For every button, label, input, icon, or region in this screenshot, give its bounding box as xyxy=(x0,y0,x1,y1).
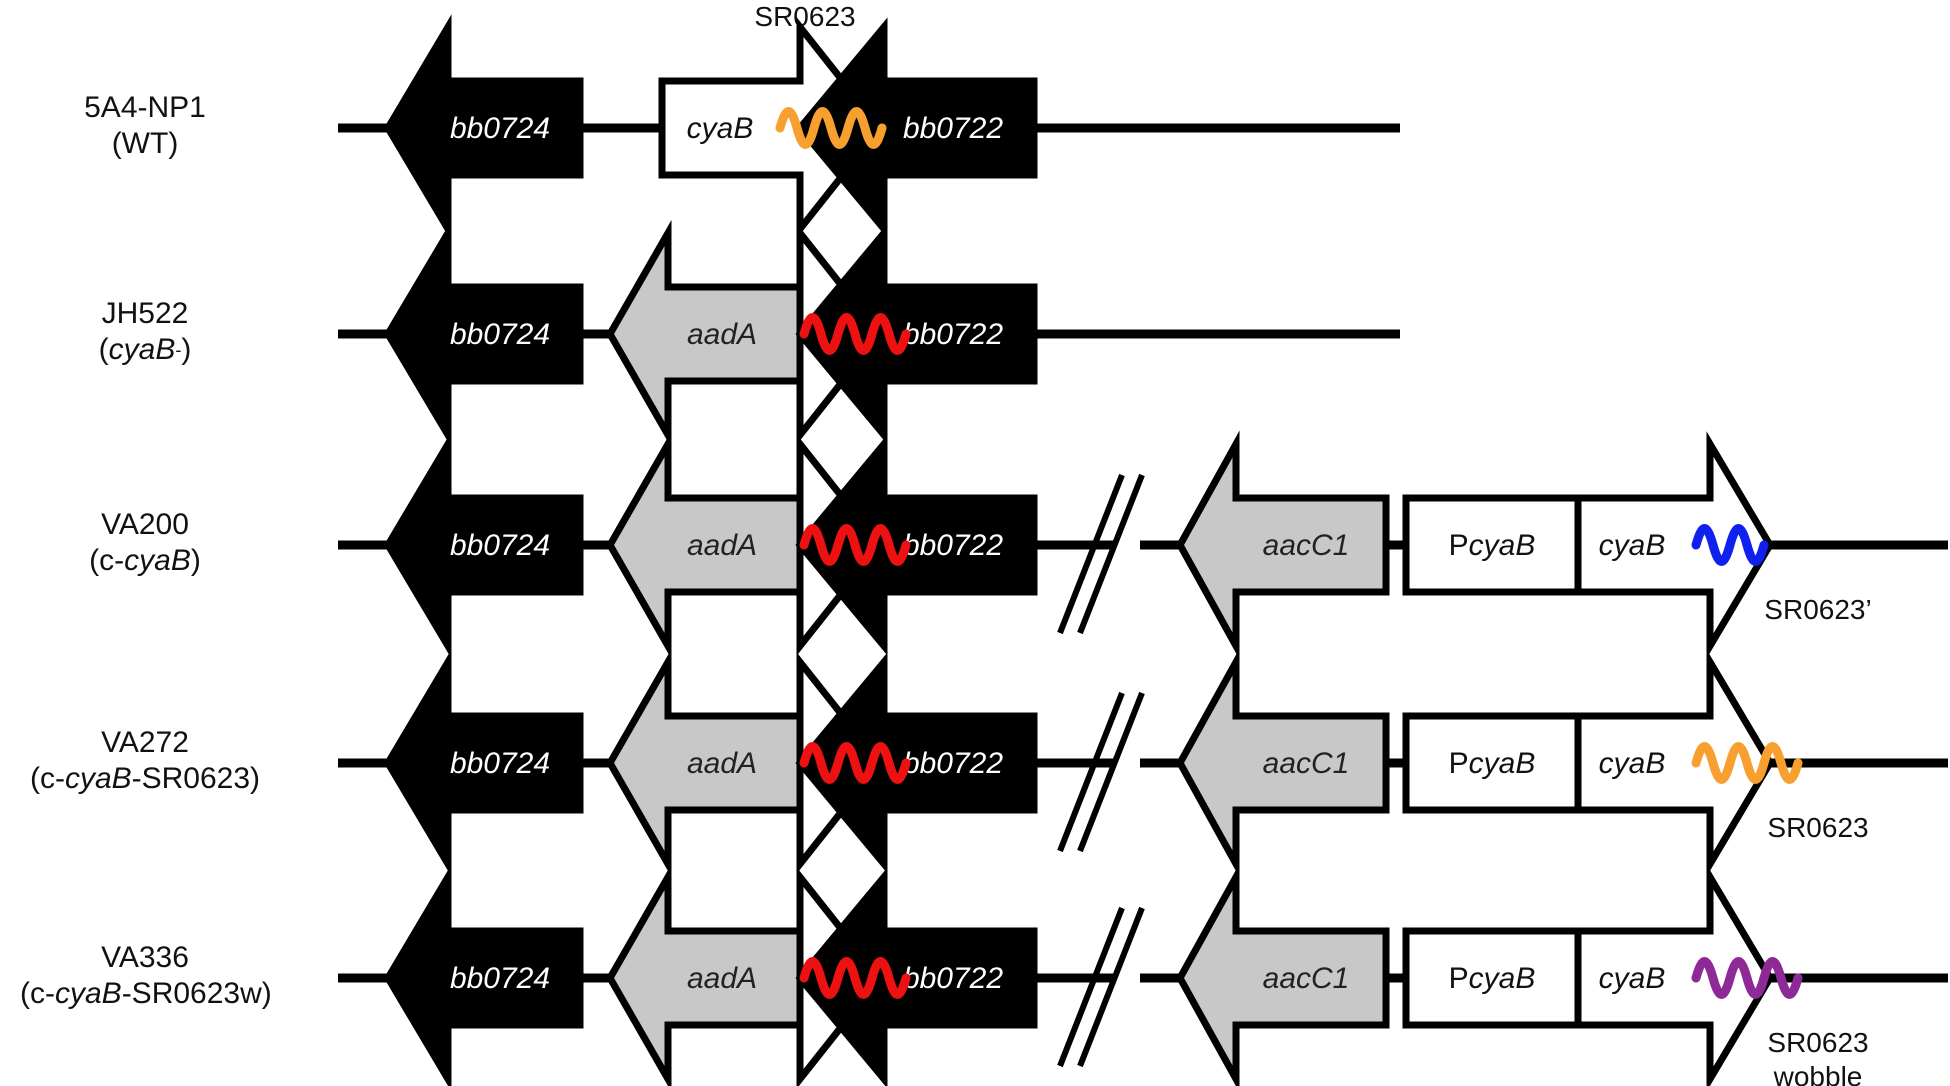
break-mark xyxy=(1077,473,1145,635)
strain-label: VA272(c-cyaB-SR0623) xyxy=(20,725,270,797)
strain-genotype: (c-cyaB-SR0623w) xyxy=(20,977,272,1010)
promoter-label: PcyaB xyxy=(1449,747,1536,780)
strain-genotype: (c-cyaB-SR0623) xyxy=(29,762,261,795)
gene-aacC1-arrow xyxy=(1175,430,1390,660)
strain-name: VA272 xyxy=(101,726,189,759)
gene-cyaB-comp-arrow xyxy=(1574,864,1775,1086)
gene-aadA-label: aadA xyxy=(687,747,757,780)
gene-aadA-arrow xyxy=(605,648,804,878)
strain-row: bb0724 cyaB bb0722 xyxy=(338,14,1400,242)
gene-cyaB-comp-arrow xyxy=(1574,431,1775,659)
strain-label: VA336(c-cyaB-SR0623w) xyxy=(20,940,272,1012)
gene-cyaB-comp-label: cyaB xyxy=(1599,747,1666,780)
comp-srna-squiggle xyxy=(1691,957,1803,999)
promoter-box xyxy=(1402,712,1582,814)
comp-srna-label: SR0623’ xyxy=(1764,594,1871,625)
break-mark xyxy=(1057,906,1125,1068)
srna-squiggle xyxy=(799,742,911,784)
break-mark xyxy=(1077,691,1145,853)
gene-aadA-arrow xyxy=(605,863,804,1086)
strain-genotype: (cyaB-) xyxy=(98,333,192,366)
gene-bb0722-label: bb0722 xyxy=(903,112,1003,145)
gene-bb0722-label: bb0722 xyxy=(903,529,1003,562)
strain-genotype: (c-cyaB) xyxy=(89,544,201,577)
strain-row: bb0724 aadA bb0722 aacC1 PcyaB cyaB SR0623 xyxy=(338,648,1948,878)
strain-name: VA200 xyxy=(101,508,189,541)
gene-bb0724-label: bb0724 xyxy=(450,318,550,351)
gene-aadA-label: aadA xyxy=(687,962,757,995)
gene-bb0724-arrow xyxy=(383,649,584,877)
gene-cyaB-comp-arrow xyxy=(1574,649,1775,877)
strain-row: bb0724 aadA bb0722 aacC1 PcyaB cyaB SR0623 wobb… xyxy=(338,863,1948,1086)
gene-aacC1-arrow xyxy=(1175,648,1390,878)
srna-squiggle xyxy=(775,107,887,149)
break-mark xyxy=(1077,906,1145,1068)
comp-srna-label: SR0623 xyxy=(1767,1027,1868,1058)
gene-aadA-label: aadA xyxy=(687,529,757,562)
strain-row: bb0724 aadA bb0722 aacC1 PcyaB cyaB SR0623’ xyxy=(338,430,1948,660)
gene-aacC1-label: aacC1 xyxy=(1263,529,1350,562)
gene-bb0724-arrow xyxy=(383,864,584,1086)
strain-name: VA336 xyxy=(101,941,189,974)
comp-srna-squiggle xyxy=(1691,742,1803,784)
gene-cyaB-label: cyaB xyxy=(687,112,754,145)
gene-bb0724-label: bb0724 xyxy=(450,112,550,145)
top-srna-annotation: SR0623 xyxy=(754,1,855,32)
promoter-label: PcyaB xyxy=(1449,962,1536,995)
break-mark xyxy=(1057,473,1125,635)
gene-bb0722-label: bb0722 xyxy=(903,962,1003,995)
gene-bb0722-arrow xyxy=(795,867,1038,1086)
gene-bb0722-label: bb0722 xyxy=(903,318,1003,351)
gene-cyaB-comp-label: cyaB xyxy=(1599,962,1666,995)
gene-bb0724-label: bb0724 xyxy=(450,962,550,995)
gene-aacC1-label: aacC1 xyxy=(1263,747,1350,780)
strain-row: bb0724 aadA bb0722 xyxy=(338,219,1400,449)
promoter-label: PcyaB xyxy=(1449,529,1536,562)
srna-squiggle xyxy=(799,957,911,999)
strain-name: JH522 xyxy=(101,297,189,330)
gene-bb0724-arrow xyxy=(383,14,584,242)
gene-bb0724-arrow xyxy=(383,220,584,448)
strain-label: VA200(c-cyaB) xyxy=(20,507,270,579)
strain-name: 5A4-NP1 xyxy=(84,91,206,124)
comp-srna-label: wobble xyxy=(1773,1061,1863,1086)
gene-aadA-label: aadA xyxy=(687,318,757,351)
strain-label: 5A4-NP1(WT) xyxy=(20,90,270,162)
gene-cyaB-comp-label: cyaB xyxy=(1599,529,1666,562)
srna-squiggle xyxy=(799,524,911,566)
gene-bb0722-arrow xyxy=(795,223,1038,445)
srna-squiggle xyxy=(799,313,911,355)
gene-aadA-arrow xyxy=(605,219,804,449)
gene-bb0724-arrow xyxy=(383,431,584,659)
gene-bb0722-arrow xyxy=(795,434,1038,656)
promoter-box xyxy=(1402,927,1582,1029)
gene-aacC1-arrow xyxy=(1175,863,1390,1086)
gene-bb0722-arrow xyxy=(795,652,1038,874)
break-mark xyxy=(1057,691,1125,853)
strain-label: JH522(cyaB-) xyxy=(20,296,270,368)
promoter-box xyxy=(1402,494,1582,596)
gene-bb0722-arrow xyxy=(795,17,1038,239)
gene-bb0722-label: bb0722 xyxy=(903,747,1003,780)
comp-srna-squiggle xyxy=(1691,524,1769,566)
gene-aacC1-label: aacC1 xyxy=(1263,962,1350,995)
strain-genotype: (WT) xyxy=(111,127,179,160)
comp-srna-label: SR0623 xyxy=(1767,812,1868,843)
gene-bb0724-label: bb0724 xyxy=(450,529,550,562)
gene-aadA-arrow xyxy=(605,430,804,660)
gene-bb0724-label: bb0724 xyxy=(450,747,550,780)
